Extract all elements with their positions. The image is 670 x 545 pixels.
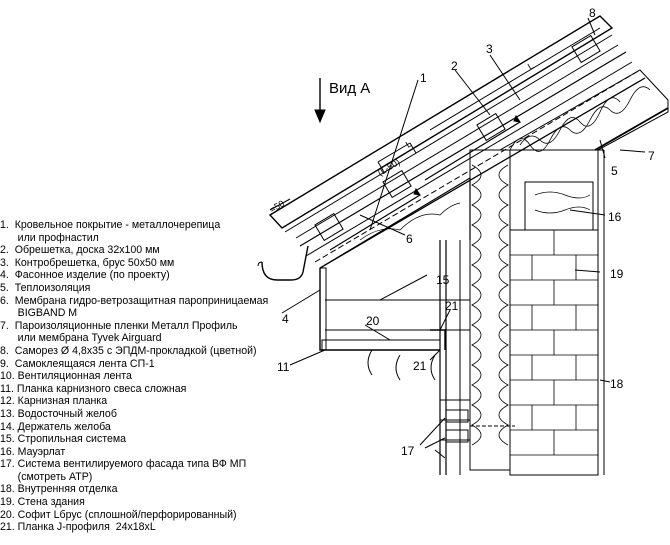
callout-17: 17: [401, 444, 415, 458]
callout-1: 1: [420, 71, 427, 85]
legend-item: 8. Саморез Ø 4,8х35 с ЭПДМ-прокладкой (ц…: [0, 344, 257, 357]
callout-4: 4: [282, 312, 289, 326]
callout-20: 20: [366, 314, 380, 328]
counter-batten-layer: [299, 51, 627, 247]
legend-item: 14. Держатель желоба: [0, 420, 111, 433]
dim-overhang: =50: [268, 198, 286, 214]
callout-8: 8: [589, 6, 596, 20]
batten-1: [314, 212, 344, 242]
dim-length-minus: (L-50): [376, 157, 402, 178]
callout-11: 11: [277, 360, 290, 374]
gutter: [261, 245, 309, 281]
legend-item: 1. Кровельное покрытие - металлочерепица: [0, 219, 221, 231]
mauerlat: [524, 181, 594, 231]
legend-item: (смотреть АТР): [0, 470, 93, 483]
legend-list: 1. Кровельное покрытие - металлочерепица…: [0, 219, 300, 534]
legend-item: 21. Планка J-профиля 24х18хL: [0, 521, 156, 534]
interior-finish: [597, 150, 605, 475]
view-label: Вид А: [329, 80, 370, 97]
legend-item: 18. Внутренняя отделка: [0, 483, 118, 496]
legend-item: 7. Пароизоляционные пленки Металл Профил…: [0, 319, 238, 332]
batten-2: [382, 169, 412, 199]
callout-19: 19: [610, 267, 624, 281]
legend-item: 3. Контробрешетка, брус 50х50 мм: [0, 256, 175, 269]
legend-item: 4. Фасонное изделие (по проекту): [0, 269, 170, 282]
callout-3: 3: [486, 42, 493, 56]
batten-4: [571, 34, 601, 64]
legend-item: 16. Мауэрлат: [0, 445, 66, 458]
legend-item: 12. Карнизная планка: [0, 395, 108, 408]
legend-item: 10. Вентиляционная лента: [0, 370, 132, 383]
legend-item: 11. Планка карнизного свеса сложная: [0, 382, 187, 395]
callout-21-top: 21: [445, 299, 459, 313]
batten-3: [476, 112, 506, 142]
legend-item: или мембрана Tyvek Airguard: [0, 332, 162, 345]
callout-5: 5: [611, 164, 618, 178]
legend-item: 5. Теплоизоляция: [0, 281, 91, 294]
dim-length-lower: L: [404, 139, 413, 150]
legend-item: 20. Софит Lбрус (сплошной/перфорированны…: [0, 508, 237, 521]
callout-18: 18: [610, 377, 624, 391]
legend-item: 19. Стена здания: [0, 496, 85, 509]
roof-covering: [268, 15, 614, 229]
legend-item: 15. Стропильная система: [0, 433, 127, 446]
legend-item: BIGBAND M: [0, 307, 78, 320]
soffit: [319, 268, 440, 351]
callout-7: 7: [648, 149, 655, 163]
callout-2: 2: [451, 59, 458, 73]
legend-item: или профнастил: [0, 231, 99, 244]
dim-length-upper: L: [526, 61, 535, 72]
roof-insulation: [498, 69, 669, 151]
callout-6: 6: [406, 232, 413, 246]
legend-item: 9. Самоклеящаяся лента СП-1: [0, 357, 155, 370]
legend-item: 13. Водосточный желоб: [0, 407, 117, 420]
callout-15: 15: [436, 273, 450, 287]
callout-16: 16: [608, 210, 622, 224]
legend-item: 6. Мембрана гидро-ветрозащитная пароприн…: [0, 294, 269, 307]
callout-21-bottom: 21: [413, 359, 427, 373]
legend-item: 2. Обрешетка, доска 32х100 мм: [0, 244, 160, 257]
legend-item: 17. Система вентилируемого фасада типа В…: [0, 458, 247, 471]
